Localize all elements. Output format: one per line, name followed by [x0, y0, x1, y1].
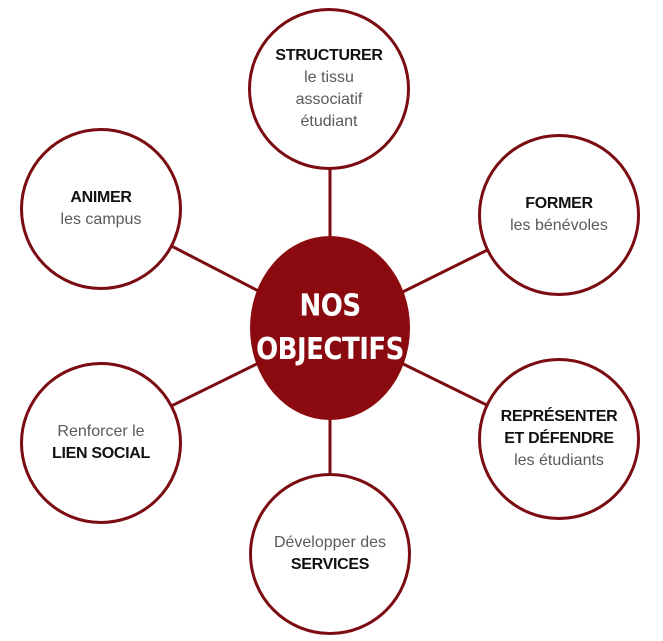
center-node: NOS OBJECTIFS [250, 236, 410, 420]
node-text: associatif [295, 91, 363, 108]
node-representer: REPRÉSENTER ET DÉFENDRE les étudiants [478, 358, 640, 520]
node-title: LIEN SOCIAL [51, 445, 151, 462]
node-former: FORMER les bénévoles [478, 134, 640, 296]
node-text: les étudiants [514, 452, 604, 469]
node-animer: ANIMER les campus [20, 128, 182, 290]
node-title: FORMER [525, 195, 593, 212]
node-text: Renforcer le [57, 423, 145, 440]
center-title-line: NOS [299, 288, 361, 324]
node-structurer: STRUCTURER le tissu associatif étudiant [248, 8, 410, 170]
node-title: SERVICES [290, 556, 370, 573]
node-renforcer: Renforcer le LIEN SOCIAL [20, 362, 182, 524]
node-text: les campus [60, 211, 142, 228]
node-title: REPRÉSENTER [500, 408, 618, 425]
node-title: ET DÉFENDRE [504, 430, 614, 447]
node-title: STRUCTURER [275, 47, 383, 64]
node-text: étudiant [300, 113, 358, 130]
node-title: ANIMER [70, 189, 132, 206]
center-title-line: OBJECTIFS [256, 332, 404, 368]
node-text: le tissu [304, 69, 354, 86]
node-developper: Développer des SERVICES [249, 473, 411, 635]
node-text: les bénévoles [510, 217, 608, 234]
node-text: Développer des [273, 534, 387, 551]
